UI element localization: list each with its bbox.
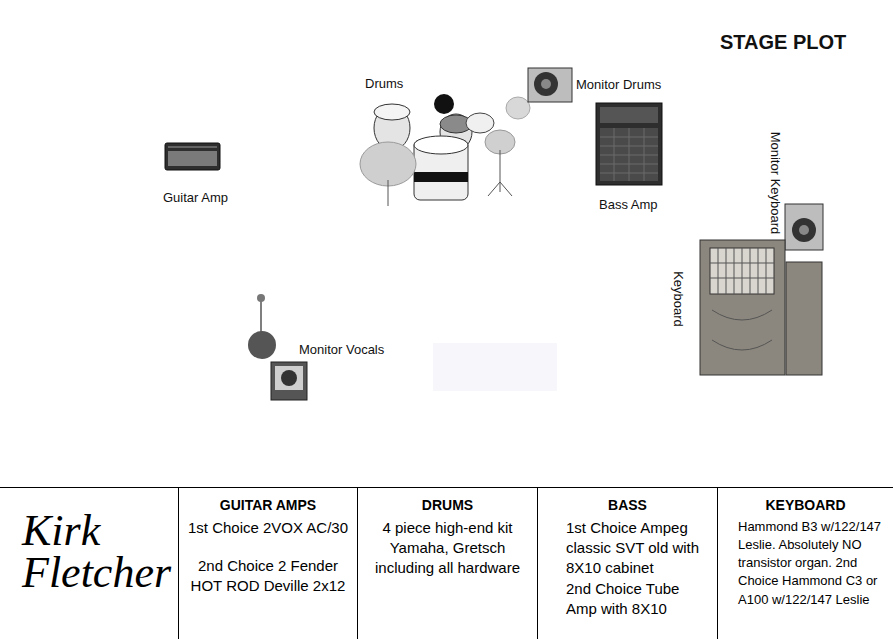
spec-cell: GUITAR AMPS 1st Choice 2VOX AC/30 2nd Choi…: [178, 488, 357, 639]
organ-body: [700, 240, 785, 375]
tom-small: [466, 113, 494, 133]
equipment-label: Monitor Keyboard: [768, 132, 783, 235]
cell-body: 1st Choice Ampeg classic SVT old with 8X…: [546, 518, 709, 579]
ride-cymbal: [360, 142, 416, 186]
speaker: [792, 218, 816, 242]
bass-drum-band: [414, 172, 468, 182]
mic-base: [248, 331, 276, 359]
cell-body: 2nd Choice 2 Fender HOT ROD Deville 2x12: [187, 556, 349, 597]
leslie-cabinet: [786, 262, 822, 375]
key-lines: [710, 248, 774, 294]
amp-body: [165, 143, 220, 170]
stand: [500, 182, 512, 196]
bass-amp-symbol: [596, 103, 662, 185]
cell-body: 1st Choice 2VOX AC/30: [187, 518, 349, 538]
drum-kit-symbol: [360, 94, 530, 206]
spec-cell: BASS 1st Choice Ampeg classic SVT old wit…: [537, 488, 717, 639]
cell-body: Hammond B3 w/122/147 Leslie. Absolutely …: [726, 518, 885, 609]
cell-body: 2nd Choice Tube Amp with 8X10: [546, 579, 709, 620]
mic-head: [257, 294, 265, 302]
monitor-wedge-symbol: [528, 68, 572, 102]
equipment-label: Guitar Amp: [163, 190, 228, 205]
stand: [488, 182, 500, 196]
cell-heading: DRUMS: [366, 497, 529, 514]
tom-head: [374, 104, 410, 120]
wedge-body: [271, 362, 307, 400]
speaker: [534, 72, 558, 96]
wedge-body: [528, 68, 572, 102]
guitar-amp-symbol: [165, 143, 220, 170]
logo-cell: Kirk Fletcher: [0, 488, 178, 639]
amp-panel: [168, 147, 217, 148]
grille-lines: [600, 128, 658, 181]
artist-logo: Kirk Fletcher: [8, 510, 172, 594]
amp-grille: [168, 151, 217, 166]
cell-heading: KEYBOARD: [726, 497, 885, 514]
equipment-label: Bass Amp: [599, 197, 658, 212]
organ-symbol: [700, 240, 822, 375]
keys: [710, 248, 774, 294]
mic-stand-symbol: [248, 294, 276, 359]
amp-grille: [600, 128, 658, 181]
organ-grain: [712, 310, 772, 350]
cell-body: 4 piece high-end kit Yamaha, Gretsch inc…: [366, 518, 529, 579]
wedge-body: [785, 204, 823, 250]
speaker-cone: [541, 79, 551, 89]
monitor-wedge-symbol: [271, 362, 307, 400]
equipment-label: Drums: [365, 76, 403, 91]
speaker: [281, 370, 297, 386]
spec-cell: KEYBOARD Hammond B3 w/122/147 Leslie. Abs…: [717, 488, 893, 639]
monitor-wedge-symbol: [785, 204, 823, 250]
speaker-cone: [799, 225, 809, 235]
cell-heading: GUITAR AMPS: [187, 497, 349, 514]
bass-drum-head: [414, 136, 468, 154]
stand: [500, 150, 501, 192]
plot-title: STAGE PLOT: [720, 31, 846, 54]
amp-head: [600, 107, 658, 123]
cell-heading: BASS: [546, 497, 709, 514]
cymbal: [506, 97, 530, 119]
amp-body: [596, 103, 662, 185]
wedge-face: [275, 366, 303, 390]
stage-patch: [433, 343, 557, 391]
equipment-label: Monitor Vocals: [299, 342, 384, 357]
cymbal-dark: [434, 94, 454, 114]
stand: [388, 180, 389, 206]
spec-cell: DRUMS 4 piece high-end kit Yamaha, Gretsc…: [357, 488, 537, 639]
equipment-label: Monitor Drums: [576, 77, 661, 92]
equipment-label: Keyboard: [671, 271, 686, 327]
